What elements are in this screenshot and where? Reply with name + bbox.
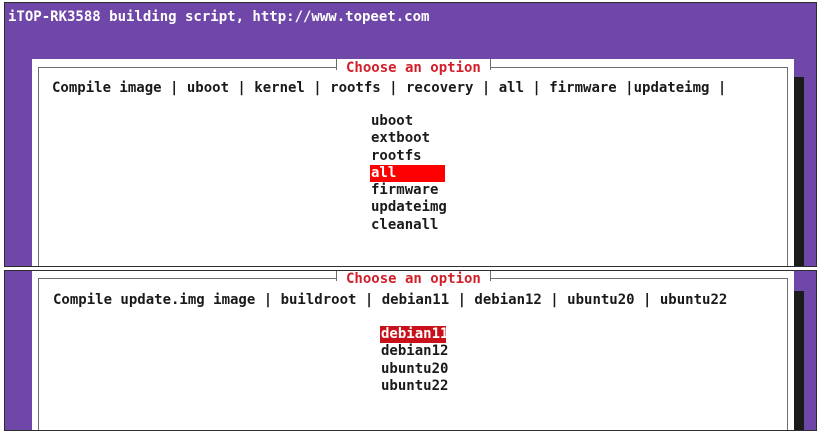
- menu-option-all[interactable]: all: [370, 164, 445, 183]
- menu-option-cleanall[interactable]: cleanall: [371, 216, 439, 233]
- option-menu-top: uboot extboot rootfs all firmware update…: [370, 113, 447, 234]
- menu-option-ubuntu20[interactable]: ubuntu20: [381, 360, 449, 377]
- terminal-title: iTOP-RK3588 building script, http://www.…: [8, 9, 430, 25]
- dialog-shadow: [794, 77, 804, 266]
- choose-option-dialog-top: Choose an option Compile image | uboot |…: [32, 59, 794, 266]
- menu-option-uboot[interactable]: uboot: [371, 113, 414, 129]
- dialog-shadow: [794, 291, 804, 430]
- menu-option-debian12[interactable]: debian12: [381, 343, 449, 360]
- menu-option-firmware[interactable]: firmware: [371, 182, 439, 199]
- menu-option-extboot[interactable]: extboot: [371, 130, 431, 147]
- dialog-title: Choose an option: [336, 59, 491, 76]
- terminal-window-bottom: Choose an option Compile update.img imag…: [4, 270, 817, 431]
- menu-option-debian11[interactable]: debian11: [380, 326, 449, 344]
- menu-option-ubuntu22[interactable]: ubuntu22: [381, 377, 449, 394]
- dialog-prompt: Compile update.img image | buildroot | d…: [53, 292, 728, 308]
- menu-option-updateimg[interactable]: updateimg: [371, 199, 447, 216]
- dialog-title: Choose an option: [336, 271, 491, 287]
- option-menu-bottom: debian11 debian12 ubuntu20 ubuntu22: [380, 326, 449, 395]
- terminal-window-top: iTOP-RK3588 building script, http://www.…: [4, 2, 817, 267]
- menu-option-rootfs[interactable]: rootfs: [371, 147, 422, 164]
- choose-option-dialog-bottom: Choose an option Compile update.img imag…: [32, 271, 794, 430]
- dialog-prompt: Compile image | uboot | kernel | rootfs …: [52, 80, 727, 96]
